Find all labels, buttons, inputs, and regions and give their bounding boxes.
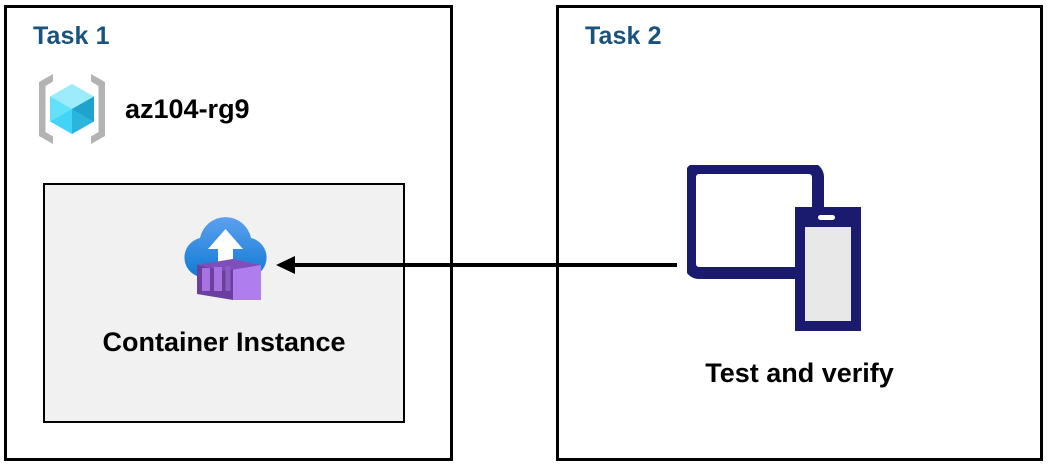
azure-resource-group-icon bbox=[33, 70, 111, 148]
task-2-panel: Task 2 Test and verify bbox=[556, 5, 1043, 461]
container-instance-box: Container Instance bbox=[43, 183, 405, 423]
task-1-title: Task 1 bbox=[33, 22, 110, 50]
task-1-panel: Task 1 az104-rg9 bbox=[4, 5, 453, 461]
test-and-verify-label: Test and verify bbox=[705, 358, 894, 388]
resource-group-label: az104-rg9 bbox=[125, 93, 250, 124]
container-instance-label: Container Instance bbox=[102, 327, 346, 357]
task-2-title: Task 2 bbox=[585, 22, 662, 50]
resource-group-row: az104-rg9 bbox=[33, 70, 250, 148]
arrow-task2-to-container-instance bbox=[276, 256, 677, 274]
